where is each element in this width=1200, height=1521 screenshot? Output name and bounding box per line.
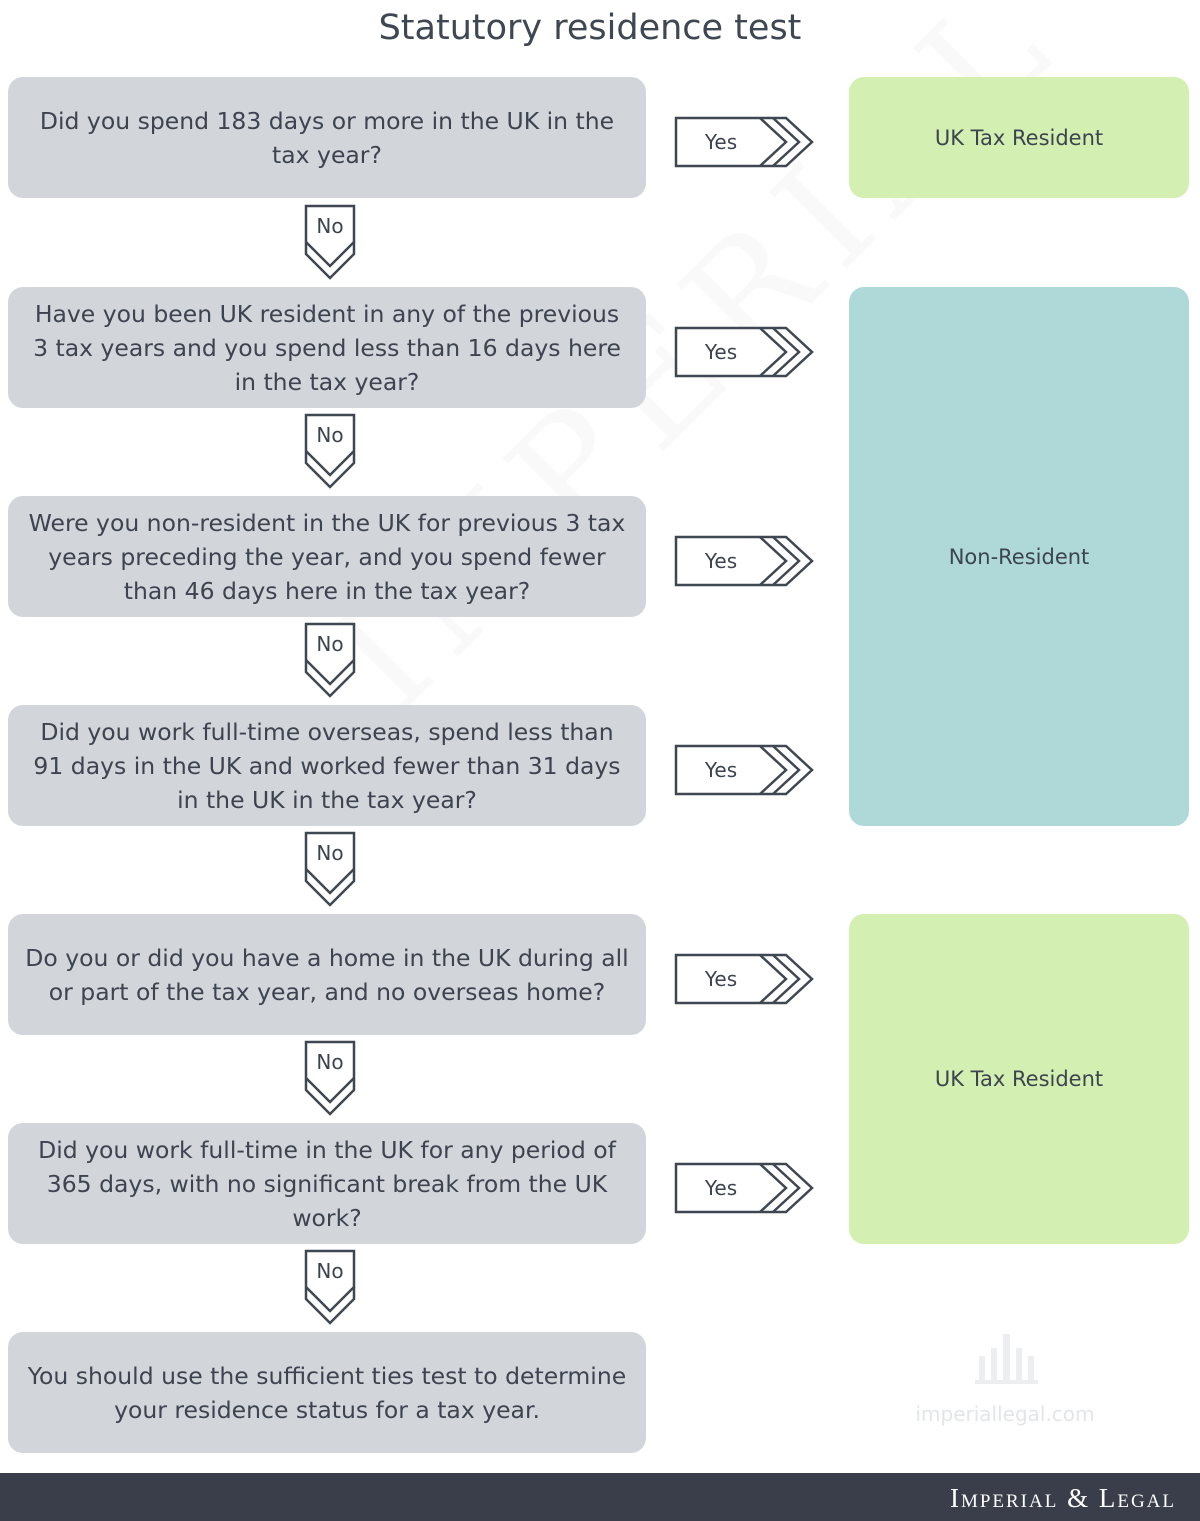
- yes-label: Yes: [704, 758, 738, 782]
- no-arrow-6: No: [304, 1249, 356, 1327]
- result-uk-tax-resident-top: UK Tax Resident: [849, 77, 1189, 198]
- question-box-6: Did you work full-time in the UK for any…: [8, 1123, 646, 1244]
- no-arrow-4: No: [304, 831, 356, 909]
- yes-arrow-5: Yes: [674, 953, 816, 1005]
- no-arrow-3: No: [304, 622, 356, 700]
- yes-label: Yes: [704, 340, 738, 364]
- yes-label: Yes: [704, 967, 738, 991]
- yes-arrow-3: Yes: [674, 535, 816, 587]
- no-label: No: [316, 632, 344, 656]
- question-box-2: Have you been UK resident in any of the …: [8, 287, 646, 408]
- question-box-1: Did you spend 183 days or more in the UK…: [8, 77, 646, 198]
- no-label: No: [316, 423, 344, 447]
- no-arrow-2: No: [304, 413, 356, 491]
- chevron-right-icon: [674, 953, 814, 1005]
- question-box-5: Do you or did you have a home in the UK …: [8, 914, 646, 1035]
- question-box-4: Did you work full-time overseas, spend l…: [8, 705, 646, 826]
- chevron-down-icon: [304, 1040, 356, 1116]
- no-label: No: [316, 214, 344, 238]
- footer-logo: Imperial & Legal: [949, 1483, 1176, 1513]
- chevron-down-icon: [304, 831, 356, 907]
- no-label: No: [316, 1050, 344, 1074]
- columns-logo-icon: [975, 1334, 1038, 1384]
- conclusion-box: You should use the sufficient ties test …: [8, 1332, 646, 1453]
- chevron-down-icon: [304, 1249, 356, 1325]
- chevron-down-icon: [304, 413, 356, 489]
- chevron-right-icon: [674, 744, 814, 796]
- chevron-down-icon: [304, 622, 356, 698]
- chevron-right-icon: [674, 326, 814, 378]
- diagram-title: Statutory residence test: [378, 8, 802, 48]
- no-label: No: [316, 1259, 344, 1283]
- yes-arrow-6: Yes: [674, 1162, 816, 1214]
- yes-label: Yes: [704, 549, 738, 573]
- yes-label: Yes: [704, 1176, 738, 1200]
- chevron-down-icon: [304, 204, 356, 280]
- result-uk-tax-resident-bottom: UK Tax Resident: [849, 914, 1189, 1244]
- yes-arrow-1: Yes: [674, 116, 816, 168]
- no-arrow-1: No: [304, 204, 356, 282]
- no-label: No: [316, 841, 344, 865]
- chevron-right-icon: [674, 1162, 814, 1214]
- yes-arrow-4: Yes: [674, 744, 816, 796]
- yes-arrow-2: Yes: [674, 326, 816, 378]
- no-arrow-5: No: [304, 1040, 356, 1118]
- chevron-right-icon: [674, 116, 814, 168]
- chevron-right-icon: [674, 535, 814, 587]
- website-url: imperiallegal.com: [915, 1402, 1095, 1426]
- result-non-resident: Non-Resident: [849, 287, 1189, 826]
- yes-label: Yes: [704, 130, 738, 154]
- question-box-3: Were you non-resident in the UK for prev…: [8, 496, 646, 617]
- footer-bar: Imperial & Legal: [0, 1473, 1200, 1521]
